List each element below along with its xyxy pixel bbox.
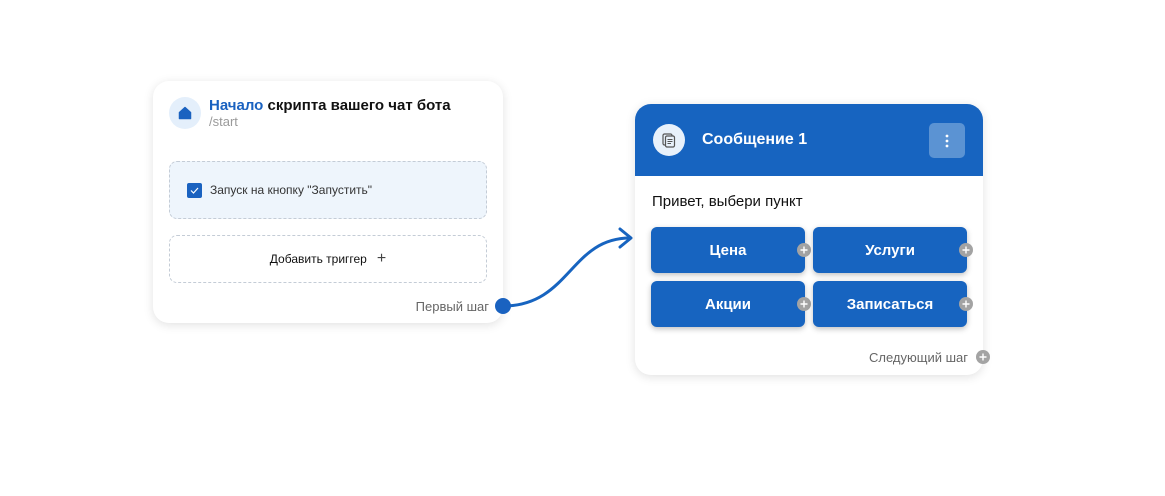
start-node-header: Начало скрипта вашего чат бота /start [169, 97, 451, 129]
add-trigger-label: Добавить триггер [269, 252, 367, 266]
message-title: Сообщение 1 [702, 131, 808, 148]
start-command: /start [209, 114, 238, 129]
node-menu-button[interactable] [929, 123, 965, 158]
option-button-services[interactable]: Услуги [813, 227, 967, 273]
option-button-signup[interactable]: Записаться [813, 281, 967, 327]
home-icon [169, 97, 201, 129]
message-text: Привет, выбери пункт [652, 193, 803, 210]
option-port-plus-icon[interactable] [959, 297, 973, 311]
title-accent: Начало [209, 97, 264, 114]
trigger-checkbox[interactable] [187, 182, 202, 198]
trigger-item[interactable]: Запуск на кнопку "Запустить" [169, 161, 487, 219]
start-node-title: Начало скрипта вашего чат бота [209, 97, 451, 115]
next-step-port-plus-icon[interactable] [976, 350, 990, 364]
start-node[interactable]: Начало скрипта вашего чат бота /start За… [153, 81, 511, 323]
option-button-price[interactable]: Цена [651, 227, 805, 273]
trigger-label: Запуск на кнопку "Запустить" [210, 183, 373, 197]
next-step-label: Следующий шаг [869, 350, 968, 365]
title-rest: скрипта вашего чат бота [263, 97, 451, 114]
plus-icon: + [376, 250, 387, 267]
check-icon [190, 187, 199, 194]
more-vertical-icon [945, 134, 949, 147]
add-trigger-button[interactable]: Добавить триггер + [169, 235, 487, 283]
message-icon [653, 124, 685, 156]
option-button-promotions[interactable]: Акции [651, 281, 805, 327]
message-node-header: Сообщение 1 [635, 104, 983, 176]
option-port-plus-icon[interactable] [959, 243, 973, 257]
option-port-plus-icon[interactable] [797, 297, 811, 311]
first-step-label: Первый шаг [415, 299, 489, 314]
option-port-plus-icon[interactable] [797, 243, 811, 257]
arrow-head-icon [618, 227, 633, 249]
message-node[interactable]: Сообщение 1 Привет, выбери пункт Цена Ус… [635, 104, 990, 375]
first-step-port[interactable] [495, 298, 511, 314]
